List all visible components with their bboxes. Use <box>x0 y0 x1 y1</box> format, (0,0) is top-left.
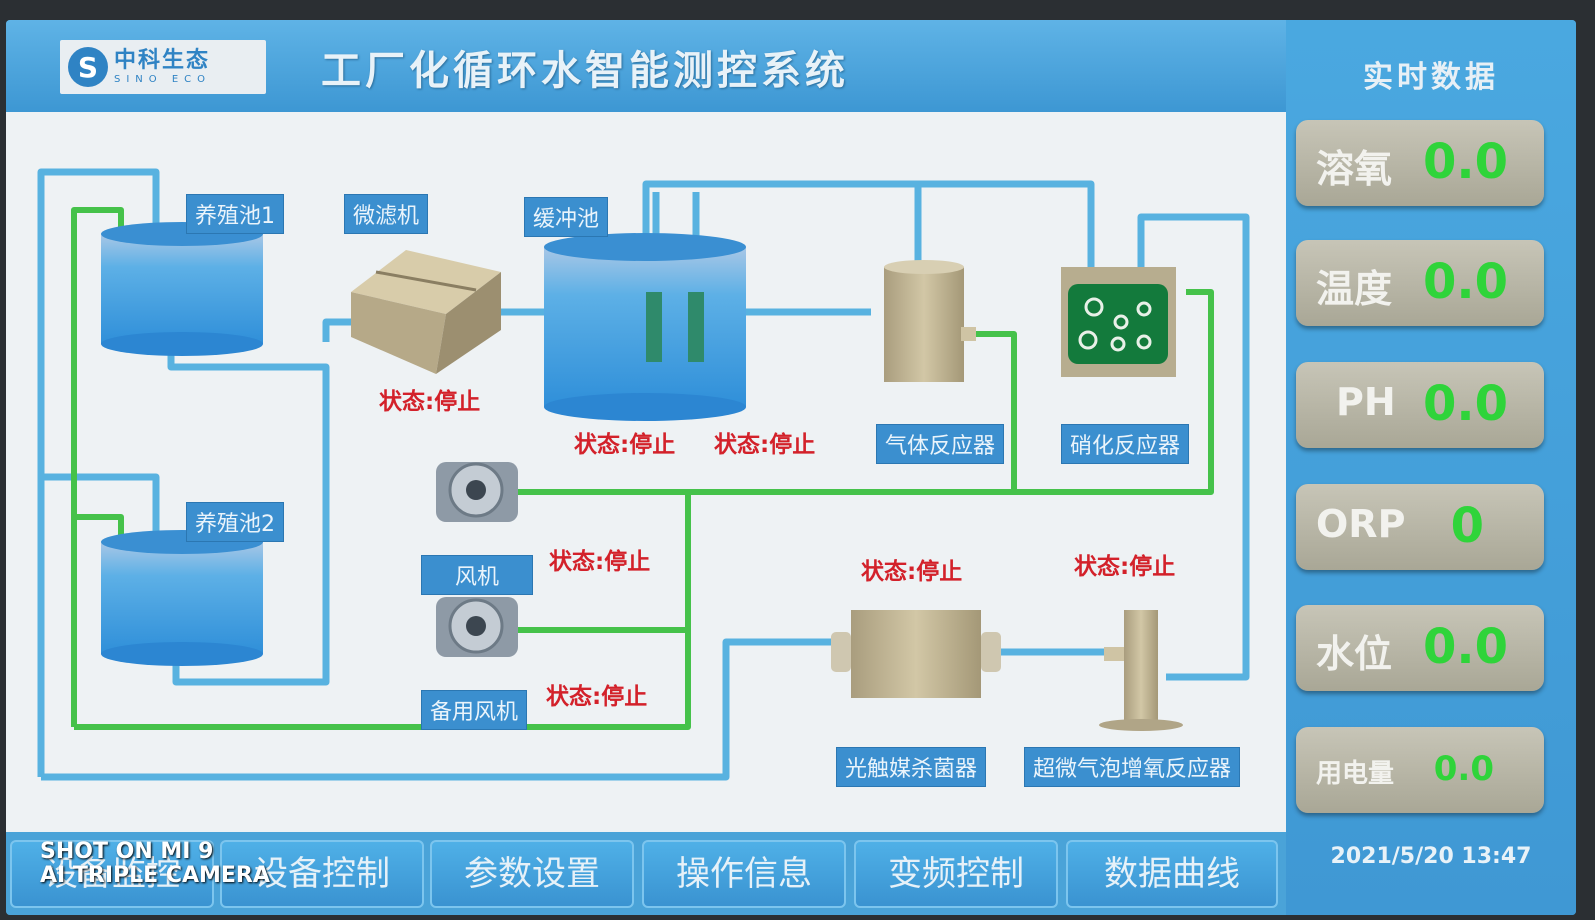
green-pipes <box>71 207 1214 730</box>
culture-tank-1 <box>101 222 263 356</box>
nav-frequency-control[interactable]: 变频控制 <box>854 840 1058 908</box>
buffer-tank-label: 缓冲池 <box>524 197 609 237</box>
pump-1-status: 状态:停止 <box>574 432 676 458</box>
pipe-right-loop <box>1137 213 1250 681</box>
gas-reactor-label: 气体反应器 <box>876 424 1005 464</box>
reading-orp: ORP 0 <box>1296 484 1544 570</box>
header: S 中科生态 SINO ECO 工厂化循环水智能测控系统 <box>6 20 1296 112</box>
nitrification-reactor <box>1061 267 1176 377</box>
hmi-screen: S 中科生态 SINO ECO 工厂化循环水智能测控系统 <box>6 20 1576 915</box>
camera-watermark: SHOT ON MI 9 AI TRIPLE CAMERA <box>40 839 270 888</box>
microfilter-status: 状态:停止 <box>379 389 481 415</box>
air-pipe-main-header <box>516 289 1214 495</box>
air-pipe-gas-reactor <box>966 331 1017 492</box>
bottom-navigation: 设备监控 设备控制 参数设置 操作信息 变频控制 数据曲线 <box>6 832 1286 915</box>
logo-chinese-name: 中科生态 <box>114 47 211 73</box>
uv-sterilizer-status: 状态:停止 <box>861 559 963 585</box>
blue-pipes <box>37 168 1250 781</box>
fan-status: 状态:停止 <box>549 549 651 575</box>
uv-sterilizer-label: 光触媒杀菌器 <box>836 747 987 787</box>
process-diagram: 养殖池1 微滤机 缓冲池 养殖池2 气体反应器 硝化反应器 风机 备用风机 光触… <box>6 112 1286 832</box>
pump-2-status: 状态:停止 <box>714 432 816 458</box>
backup-fan-status: 状态:停止 <box>546 684 648 710</box>
nitrification-reactor-label: 硝化反应器 <box>1061 424 1190 464</box>
nav-data-curves[interactable]: 数据曲线 <box>1066 840 1278 908</box>
air-pipe-left-loop <box>71 207 124 727</box>
pipe-tank1-out <box>167 342 330 686</box>
pump-1 <box>646 292 662 362</box>
pipe-top-header <box>642 180 1095 272</box>
gas-reactor <box>884 260 976 382</box>
oxygen-reactor-status: 状态:停止 <box>1074 554 1176 580</box>
buffer-tank <box>544 233 746 421</box>
oxygen-reactor-label: 超微气泡增氧反应器 <box>1024 747 1241 787</box>
reading-ph: PH 0.0 <box>1296 362 1544 448</box>
backup-blower-fan <box>436 597 518 657</box>
air-pipe-bottom <box>74 492 691 730</box>
nav-operation-info[interactable]: 操作信息 <box>642 840 846 908</box>
nav-parameter-settings[interactable]: 参数设置 <box>430 840 634 908</box>
tank-2-label: 养殖池2 <box>186 502 284 542</box>
logo-english-name: SINO ECO <box>114 73 211 85</box>
microfilter-label: 微滤机 <box>344 194 429 234</box>
reading-water-level: 水位 0.0 <box>1296 605 1544 691</box>
realtime-data-panel: 实时数据 溶氧 0.0 温度 0.0 PH 0.0 ORP 0 水位 0.0 用… <box>1286 20 1576 915</box>
system-title: 工厂化循环水智能测控系统 <box>321 48 849 94</box>
culture-tank-2 <box>101 530 263 666</box>
fan-label: 风机 <box>421 555 533 595</box>
pump-2 <box>688 292 704 362</box>
logo-mark: S <box>68 47 108 87</box>
blower-fan <box>436 462 518 522</box>
micro-bubble-oxygen-reactor <box>1099 610 1183 731</box>
pipe-tank2-link <box>41 473 160 547</box>
panel-title: 实时数据 <box>1363 60 1499 95</box>
photocatalyst-sterilizer <box>831 610 1001 698</box>
nav-device-control[interactable]: 设备控制 <box>220 840 424 908</box>
microfilter-machine <box>351 250 501 374</box>
reading-temperature: 温度 0.0 <box>1296 240 1544 326</box>
pipe-bottom-return <box>41 638 836 781</box>
reading-power-consumption: 用电量 0.0 <box>1296 727 1544 813</box>
reading-dissolved-oxygen: 溶氧 0.0 <box>1296 120 1544 206</box>
backup-fan-label: 备用风机 <box>421 690 528 730</box>
nav-device-monitor[interactable]: 设备监控 <box>10 840 214 908</box>
current-datetime: 2021/5/20 13:47 <box>1330 844 1532 869</box>
company-logo: S 中科生态 SINO ECO <box>60 40 266 94</box>
tank-1-label: 养殖池1 <box>186 194 284 234</box>
